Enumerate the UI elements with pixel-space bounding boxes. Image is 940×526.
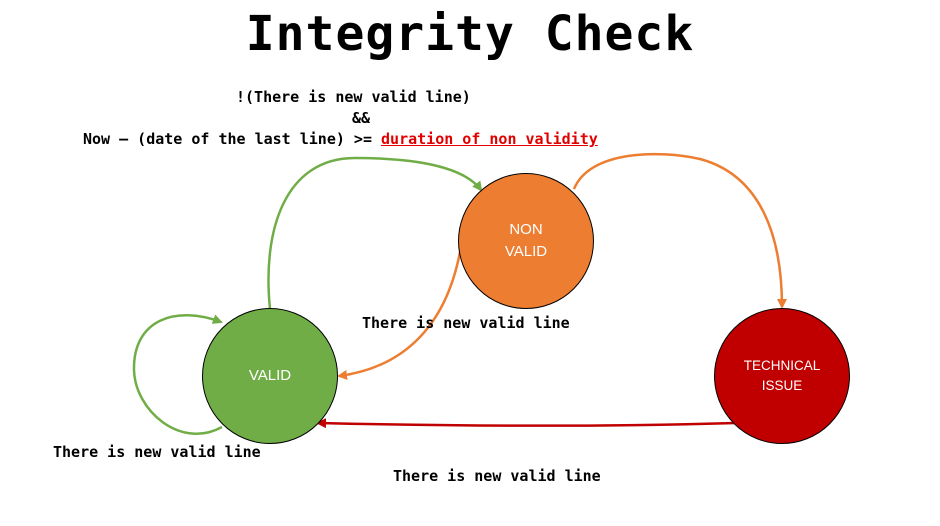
edge-valid-self-loop	[132, 314, 223, 435]
state-technical-line2: ISSUE	[761, 378, 803, 393]
condition-line-1: !(There is new valid line)	[236, 88, 471, 106]
edge-label-technical-to-valid: There is new valid line	[393, 467, 601, 485]
state-technical-issue: TECHNICAL ISSUE	[714, 308, 850, 444]
edge-label-valid-self-loop: There is new valid line	[53, 443, 261, 461]
state-nonvalid-line2: VALID	[504, 243, 548, 260]
edge-technical-to-valid	[316, 418, 737, 429]
condition-line-3: Now – (date of the last line) >= duratio…	[83, 130, 598, 148]
edge-label-nonvalid-to-valid: There is new valid line	[362, 314, 570, 332]
state-valid-label: VALID	[248, 367, 292, 385]
state-technical-line1: TECHNICAL	[743, 358, 821, 374]
diagram-title: Integrity Check	[245, 6, 695, 62]
state-valid: VALID	[202, 308, 338, 444]
state-nonvalid-line1: NON	[509, 221, 543, 239]
edge-valid-to-nonvalid	[267, 156, 483, 310]
condition-line-3-prefix: Now – (date of the last line) >=	[83, 130, 382, 148]
condition-line-2: &&	[352, 109, 371, 127]
edge-nonvalid-to-valid	[337, 251, 462, 380]
edge-nonvalid-to-technical	[572, 152, 787, 309]
condition-highlight: duration of non validity	[381, 130, 598, 148]
state-nonvalid: NON VALID	[458, 173, 594, 309]
